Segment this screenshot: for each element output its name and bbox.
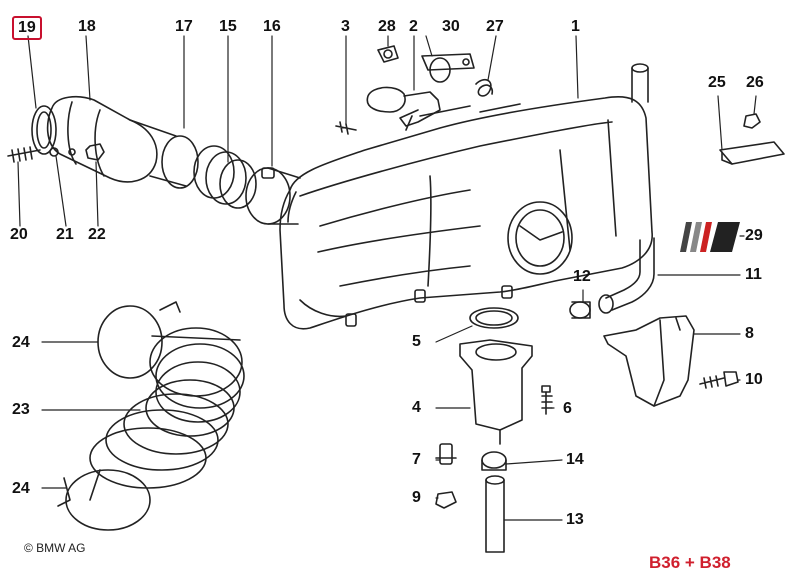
part-label-17[interactable]: 17 [175, 18, 193, 35]
part-label-9[interactable]: 9 [412, 489, 421, 506]
part-label-12[interactable]: 12 [573, 268, 591, 285]
model-designation: B36 + B38 [649, 553, 731, 572]
clamp-14 [481, 451, 507, 471]
part-label-16[interactable]: 16 [263, 18, 281, 35]
holder-plate-25 [719, 141, 785, 165]
clamp-24-bottom [57, 469, 151, 531]
bracket-8 [603, 315, 695, 407]
part-label-1[interactable]: 1 [571, 18, 580, 35]
part-label-10[interactable]: 10 [745, 371, 763, 388]
part-label-26[interactable]: 26 [746, 74, 764, 91]
seal-ring-5 [469, 307, 519, 329]
part-label-24-bottom[interactable]: 24 [12, 480, 30, 497]
bolt-10 [699, 371, 739, 389]
part-label-18[interactable]: 18 [78, 18, 96, 35]
part-label-15[interactable]: 15 [219, 18, 237, 35]
part-label-25[interactable]: 25 [708, 74, 726, 91]
resonator-4 [459, 339, 533, 445]
air-mass-boot [31, 95, 158, 183]
part-label-8[interactable]: 8 [745, 325, 754, 342]
clip-12 [569, 301, 591, 319]
part-label-14[interactable]: 14 [566, 451, 584, 468]
nut-22 [85, 143, 105, 161]
part-label-2[interactable]: 2 [409, 18, 418, 35]
part-label-4[interactable]: 4 [412, 399, 421, 416]
connector-16 [245, 167, 301, 225]
nut-9 [435, 491, 457, 509]
m-badge-29 [680, 222, 740, 252]
intake-hose [129, 119, 199, 189]
bracket-30 [421, 53, 475, 83]
part-label-21[interactable]: 21 [56, 226, 74, 243]
air-duct-bellows-23 [89, 327, 245, 501]
part-label-19-highlighted[interactable]: 19 [12, 16, 42, 40]
part-label-11[interactable]: 11 [745, 266, 762, 283]
part-label-30[interactable]: 30 [442, 18, 460, 35]
valve-2 [366, 86, 441, 131]
copyright-notice: © BMW AG [24, 541, 86, 555]
nut-26 [743, 113, 761, 129]
part-label-23[interactable]: 23 [12, 401, 30, 418]
housing-air-inlet [507, 201, 573, 275]
part-label-22[interactable]: 22 [88, 226, 106, 243]
part-label-3[interactable]: 3 [341, 18, 350, 35]
intake-silencer-housing [279, 96, 653, 330]
bolt-6 [541, 385, 553, 415]
mounting-screw-20 [7, 146, 41, 163]
part-label-24-top[interactable]: 24 [12, 334, 30, 351]
spring-27 [475, 78, 494, 97]
part-label-5[interactable]: 5 [412, 333, 421, 350]
vent-tube [598, 63, 655, 314]
bushing-7 [435, 443, 457, 465]
part-label-28[interactable]: 28 [378, 18, 396, 35]
bolt-3 [335, 121, 357, 135]
part-label-6[interactable]: 6 [563, 400, 572, 417]
part-label-29[interactable]: 29 [745, 227, 763, 244]
part-label-20[interactable]: 20 [10, 226, 28, 243]
part-label-27[interactable]: 27 [486, 18, 504, 35]
drain-hose-13 [485, 475, 505, 553]
grommet-28 [377, 45, 399, 63]
part-label-13[interactable]: 13 [566, 511, 584, 528]
clamp-24-top [97, 301, 181, 379]
leader-lines [17, 35, 757, 521]
hose-clamps [193, 145, 257, 209]
part-label-7[interactable]: 7 [412, 451, 421, 468]
